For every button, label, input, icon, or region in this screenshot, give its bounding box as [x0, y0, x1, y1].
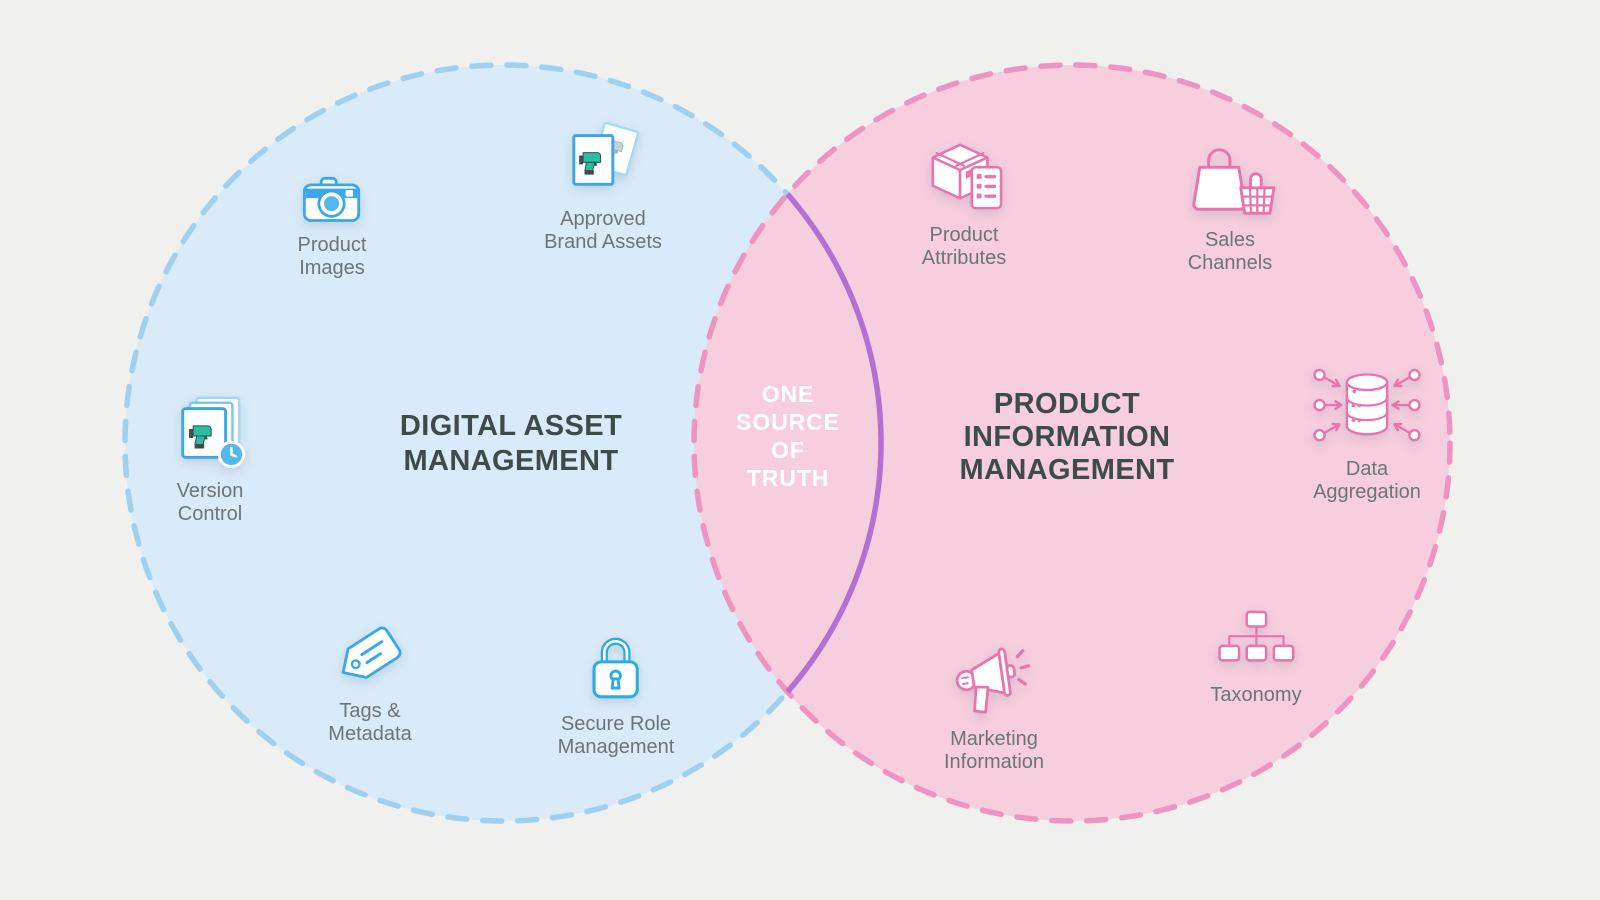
overlap-title: ONE SOURCE OF TRUTH [736, 381, 840, 491]
megaphone-icon [955, 647, 1031, 714]
hierarchy-icon [1217, 610, 1295, 662]
photo-cards-icon [572, 121, 640, 186]
item-label: Version Control [176, 480, 244, 525]
pim-title: PRODUCT INFORMATION MANAGEMENT [959, 388, 1175, 486]
dam-title: DIGITAL ASSET MANAGEMENT [399, 410, 623, 477]
item-product-attributes: Product Attributes [921, 138, 1007, 270]
item-approved-brand-assets: Approved Brand Assets [544, 118, 662, 254]
camera-icon [303, 176, 361, 222]
bag-basket-icon [1192, 148, 1276, 215]
item-product-images: Product Images [297, 172, 367, 280]
pim-circle [691, 62, 1453, 824]
item-label: Tags & Metadata [328, 700, 412, 745]
item-taxonomy: Taxonomy [1210, 610, 1302, 707]
tag-icon [341, 626, 402, 679]
item-marketing-information: Marketing Information [944, 642, 1044, 774]
item-label: Product Images [297, 234, 367, 279]
box-checklist-icon [931, 143, 1003, 210]
stacked-images-clock-icon [181, 396, 246, 469]
item-secure-role-management: Secure Role Management [557, 631, 675, 759]
item-sales-channels: Sales Channels [1184, 141, 1276, 275]
item-data-aggregation: Data Aggregation [1309, 364, 1425, 504]
item-label: Approved Brand Assets [544, 208, 662, 253]
item-label: Taxonomy [1210, 684, 1302, 706]
item-version-control: Version Control [170, 394, 250, 526]
padlock-icon [592, 637, 640, 699]
item-label: Sales Channels [1187, 229, 1273, 274]
item-label: Marketing Information [943, 728, 1045, 773]
item-label: Product Attributes [921, 224, 1007, 269]
overlap-region [785, 192, 884, 694]
item-label: Data Aggregation [1313, 458, 1421, 503]
item-tags-metadata: Tags & Metadata [328, 622, 412, 746]
item-label: Secure Role Management [557, 713, 675, 758]
database-arrows-icon [1313, 368, 1421, 442]
